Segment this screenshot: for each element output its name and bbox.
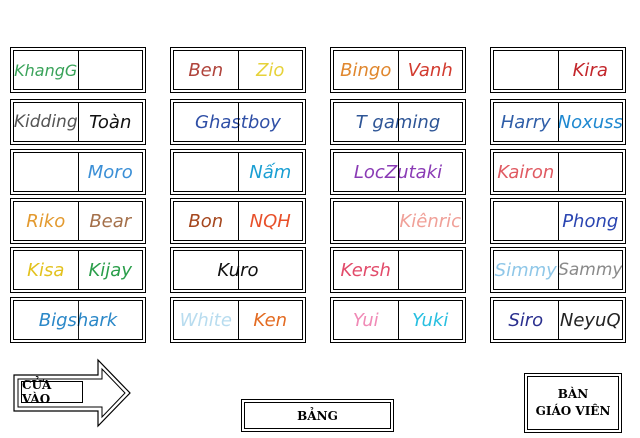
desk: T gaming — [330, 99, 466, 145]
desk-inner: Harry Noxuss — [493, 102, 623, 142]
desk: LocZutaki — [330, 149, 466, 195]
seat-name: Kira — [557, 51, 623, 89]
desk: Kuro — [170, 247, 306, 293]
seat-name: Kersh — [340, 259, 391, 281]
desk: Ghastboy — [170, 99, 306, 145]
desk: Kiênric — [330, 198, 466, 244]
desk-inner: KhangG — [13, 50, 143, 90]
desk: Harry Noxuss — [490, 99, 626, 145]
desk: Yui Yuki — [330, 297, 466, 343]
desk: Riko Bear — [10, 198, 146, 244]
seat-name — [77, 51, 143, 89]
seat-name: NQH — [237, 202, 303, 240]
seat-name: Harry — [500, 111, 551, 133]
seat-name: Bingo — [340, 59, 392, 81]
desk-inner: Ghastboy — [173, 102, 303, 142]
seat-name: Noxuss — [557, 103, 622, 141]
seat-name: T gaming — [355, 111, 441, 133]
desk-inner: Phong — [493, 201, 623, 241]
seat-name: Phong — [557, 202, 623, 240]
seat-name: Ben — [188, 59, 224, 81]
desk: Bigshark — [10, 297, 146, 343]
desk: Kairon — [490, 149, 626, 195]
desk-inner: Siro NeyuQ — [493, 300, 623, 340]
desk-inner: Kuro — [173, 250, 303, 290]
seat-name — [494, 202, 558, 240]
entrance-label: CỬA VÀO — [21, 378, 83, 406]
seat-name — [494, 51, 558, 89]
seat-name: Kisa — [27, 259, 65, 281]
seat-name: Vanh — [397, 51, 463, 89]
desk: Kira — [490, 47, 626, 93]
desk-inner: Yui Yuki — [333, 300, 463, 340]
seat-name — [334, 202, 398, 240]
desk: Kersh — [330, 247, 466, 293]
desk-inner: Ben Zio — [173, 50, 303, 90]
desk: Ben Zio — [170, 47, 306, 93]
desk-inner: Kersh — [333, 250, 463, 290]
seat-name: Siro — [508, 309, 544, 331]
seat-name: White — [179, 309, 232, 331]
seat-name: Yuki — [397, 301, 463, 339]
teacher-desk: BÀN GIÁO VIÊN — [524, 373, 622, 433]
desk-inner: Kira — [493, 50, 623, 90]
seat-name: Ghastboy — [195, 111, 281, 133]
seat-name: Kuro — [217, 259, 259, 281]
seat-name: NeyuQ — [557, 301, 623, 339]
desk: Bon NQH — [170, 198, 306, 244]
seat-name: Riko — [26, 210, 66, 232]
desk-inner: Kiênric — [333, 201, 463, 241]
seat-name: Moro — [77, 153, 143, 191]
desk: Moro — [10, 149, 146, 195]
seat-name: Zio — [237, 51, 303, 89]
seat-name: Kairon — [497, 161, 555, 183]
seat-name: Yui — [352, 309, 379, 331]
seat-name: Bear — [77, 202, 143, 240]
seat-name: Nấm — [237, 153, 303, 191]
entrance-arrow: CỬA VÀO — [12, 358, 134, 428]
desk-inner: Nấm — [173, 152, 303, 192]
desk: Kisa Kijay — [10, 247, 146, 293]
desk-inner: T gaming — [333, 102, 463, 142]
board-label: BẢNG — [244, 402, 391, 429]
seat-name: KhangG — [14, 60, 78, 80]
desk: Phong — [490, 198, 626, 244]
seat-name: Bon — [188, 210, 224, 232]
seat-name: Sammy — [557, 251, 622, 289]
desk: Siro NeyuQ — [490, 297, 626, 343]
seat-name — [397, 251, 463, 289]
teacher-desk-label: BÀN GIÁO VIÊN — [527, 376, 619, 430]
board: BẢNG — [241, 399, 394, 432]
seat-name: Kidding — [14, 112, 78, 132]
desk-inner: Kisa Kijay — [13, 250, 143, 290]
seat-name — [557, 153, 623, 191]
seat-name: Kijay — [77, 251, 143, 289]
desk-inner: Bigshark — [13, 300, 143, 340]
seat-name — [14, 153, 78, 191]
desk-inner: Moro — [13, 152, 143, 192]
desk: KhangG — [10, 47, 146, 93]
seat-name: Ken — [237, 301, 303, 339]
desk: Nấm — [170, 149, 306, 195]
seat-name: LocZutaki — [353, 161, 443, 183]
seat-name: Kiênric — [397, 202, 463, 240]
desk-inner: Bon NQH — [173, 201, 303, 241]
seat-name — [174, 153, 238, 191]
seat-name: Bigshark — [38, 309, 118, 331]
desk-inner: LocZutaki — [333, 152, 463, 192]
desk-inner: Kairon — [493, 152, 623, 192]
seat-name: Simmy — [494, 259, 557, 281]
seat-name: Toàn — [77, 103, 143, 141]
desk-inner: Riko Bear — [13, 201, 143, 241]
